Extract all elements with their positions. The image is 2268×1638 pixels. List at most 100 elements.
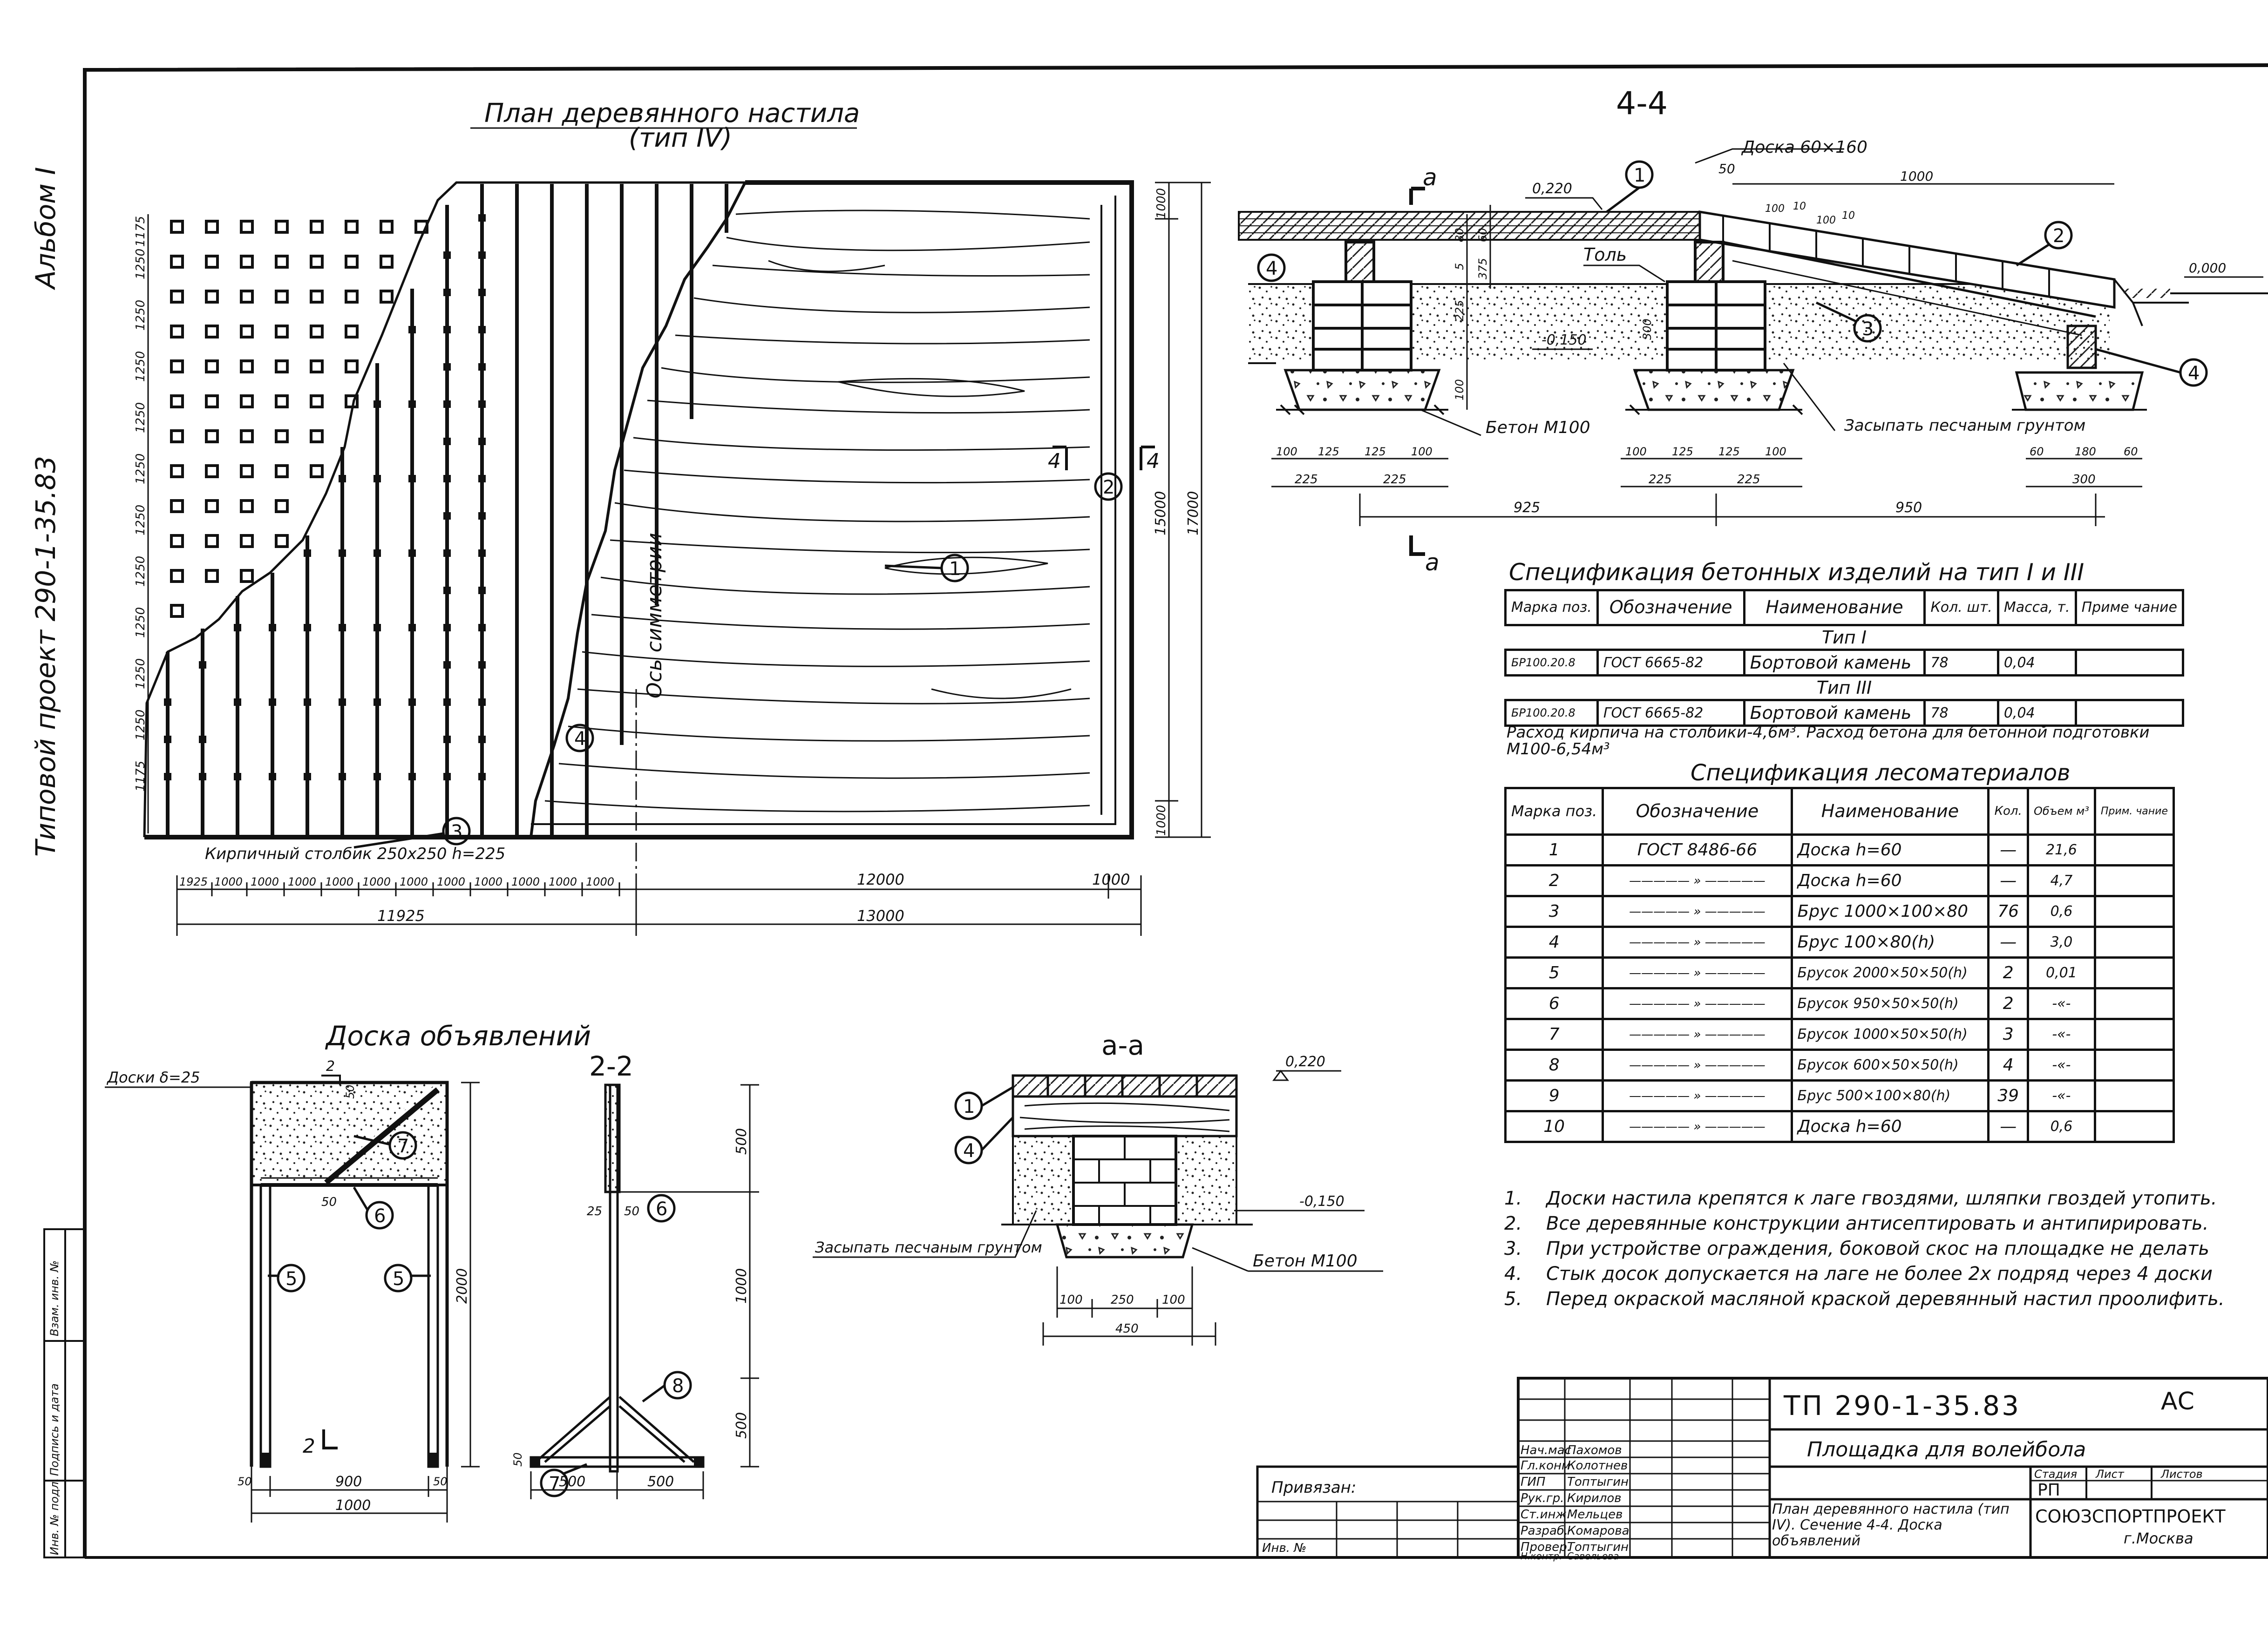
notes-list: 1.Доски настила крепятся к лаге гвоздями…	[1504, 1187, 2231, 1313]
sectionaa-level-0220: 0,220	[1285, 1054, 1325, 1070]
sectionaa-level-0150: -0,150	[1299, 1193, 1345, 1210]
side-stamp	[43, 1228, 86, 1558]
concrete-spec-note: Расход кирпича на столбики-4,6м³. Расход…	[1507, 723, 2150, 758]
axis-symmetry-label: Ось симметрии	[643, 533, 666, 698]
svg-text:180: 180	[2075, 445, 2096, 458]
svg-text:50: 50	[511, 1452, 524, 1467]
svg-text:950: 950	[1895, 500, 1922, 516]
tb-role: Ст.инж.	[1521, 1508, 1571, 1522]
svg-text:125: 125	[1672, 445, 1693, 458]
wood-spec-row: 9————— » —————Брус 500×100×80(h)39-«-	[1504, 1079, 2175, 1112]
svg-text:375: 375	[1476, 258, 1489, 279]
plan-callouts	[353, 472, 1123, 849]
tb-name: Кирилов	[1567, 1491, 1622, 1505]
svg-text:125: 125	[1718, 445, 1740, 458]
section44-mark-top: a	[1423, 164, 1437, 191]
plan-dim-right-1000-bottom: 1000	[1154, 805, 1168, 836]
svg-text:100: 100	[1162, 1293, 1185, 1307]
svg-text:7: 7	[397, 1136, 409, 1157]
album-label: Альбом I	[30, 167, 61, 291]
svg-text:1000: 1000	[335, 1497, 371, 1514]
side-stamp-inv: Инв. № подл.	[48, 1478, 61, 1555]
plan-dim-right-1000-top: 1000	[1154, 188, 1168, 219]
svg-text:100: 100	[1453, 379, 1466, 400]
tb-role: Нач.мас	[1521, 1443, 1571, 1457]
section44-dim-10-b: 10	[1842, 210, 1855, 222]
svg-text:1250: 1250	[134, 402, 148, 433]
boards-label: Доски δ=25	[106, 1069, 200, 1086]
tb-name: Комарова	[1567, 1524, 1630, 1538]
concrete-spec-row-1: БР100.20.8 ГОСТ 6665-82 Бортовой камень …	[1504, 649, 2185, 677]
section-a-a: а-а 0,220 -0,150 Засыпать песчаным грунт…	[813, 1029, 1383, 1346]
svg-text:100: 100	[1411, 445, 1433, 458]
svg-text:1250: 1250	[134, 556, 148, 587]
title-block-inv-label: Инв. №	[1262, 1541, 1307, 1555]
section44-callout-2: 2	[2053, 225, 2064, 247]
joist-bricks	[164, 214, 486, 780]
svg-text:225: 225	[1737, 473, 1760, 487]
svg-text:1000: 1000	[437, 875, 465, 888]
svg-text:500: 500	[559, 1474, 585, 1490]
plan-callout-1: 1	[949, 558, 961, 580]
svg-text:25: 25	[587, 1205, 602, 1218]
svg-text:1925: 1925	[179, 875, 208, 888]
note-item: 2.Все деревянные конструкции антисептиро…	[1504, 1213, 2209, 1234]
svg-text:1175: 1175	[134, 761, 148, 792]
svg-text:225: 225	[1649, 473, 1672, 487]
svg-text:5: 5	[393, 1268, 404, 1290]
title-block-stage-code: АС	[2161, 1388, 2194, 1415]
svg-text:250: 250	[1111, 1293, 1134, 1307]
plan-dim-right-17000: 17000	[1185, 491, 1202, 535]
tb-role: Разраб.	[1521, 1524, 1569, 1538]
svg-text:7: 7	[549, 1473, 560, 1495]
plan-dimensions-right	[1155, 182, 1211, 838]
section44-dim-100-b: 100	[1816, 215, 1836, 226]
svg-text:50: 50	[344, 1084, 357, 1099]
svg-text:2000: 2000	[454, 1268, 470, 1304]
wood-spec-row: 7————— » —————Брусок 1000×50×50(h)3-«-	[1504, 1018, 2175, 1051]
svg-text:500: 500	[733, 1412, 750, 1439]
plan-dim-small-labels: 1925 1000 1000 1000 1000 1000 1000 1000 …	[179, 875, 614, 888]
svg-text:1000: 1000	[733, 1268, 750, 1304]
notice-board: Доска объявлений Доски δ=25 2 50 50 7 6 …	[105, 1020, 591, 1523]
svg-text:1250: 1250	[134, 710, 148, 740]
title-block-grid	[1256, 1377, 2268, 1559]
section44-callouts	[1257, 160, 2208, 387]
tb-name: Мельцев	[1567, 1508, 1623, 1522]
sectionaa-backfill-label: Засыпать песчаным грунтом	[815, 1239, 1042, 1256]
side-stamp-replace: Взам. инв. №	[48, 1260, 61, 1336]
concrete-spec-table: Марка поз. Обозначение Наименование Кол.…	[1504, 589, 2185, 727]
svg-text:50: 50	[433, 1475, 448, 1488]
title-block-org: СОЮЗСПОРТПРОЕКТ	[2035, 1506, 2226, 1527]
svg-text:1000: 1000	[214, 875, 243, 888]
wood-spec-title: Спецификация лесоматериалов	[1691, 760, 2071, 786]
svg-text:1000: 1000	[288, 875, 316, 888]
tb-name: Савельева	[1567, 1550, 1619, 1562]
concrete-spec-group-2: Тип III	[1505, 674, 2183, 701]
section44-callout-3: 3	[1862, 318, 1874, 340]
svg-text:60: 60	[1476, 228, 1489, 242]
title-block-stage-header: Стадия	[2034, 1468, 2078, 1481]
plan-dim-12000: 12000	[857, 871, 904, 888]
svg-text:5: 5	[1453, 263, 1466, 270]
side-stamp-sign: Подпись и дата	[48, 1383, 61, 1476]
notice-board-title: Доска объявлений	[325, 1020, 591, 1052]
title-block-sheet-title: План деревянного настила (тип IV). Сечен…	[1772, 1501, 2010, 1549]
svg-text:500: 500	[647, 1474, 674, 1490]
plan-callout-2: 2	[1103, 477, 1114, 498]
svg-text:1250: 1250	[134, 505, 148, 535]
svg-text:450: 450	[1115, 1322, 1139, 1336]
svg-text:100: 100	[1765, 445, 1786, 458]
section44-ruberoid-label: Толь	[1583, 244, 1627, 265]
tb-role: Провер.	[1521, 1540, 1571, 1554]
svg-text:1000: 1000	[586, 875, 614, 888]
sectionaa-concrete-label: Бетон М100	[1253, 1252, 1358, 1271]
tb-name: Колотнев	[1567, 1459, 1628, 1473]
title-block-stage-value: РП	[2037, 1481, 2060, 1500]
tb-role: Рук.гр.	[1521, 1491, 1564, 1505]
section-4-4: 4-4 a a	[1238, 85, 2268, 576]
plan-dim-11925: 11925	[377, 907, 425, 925]
